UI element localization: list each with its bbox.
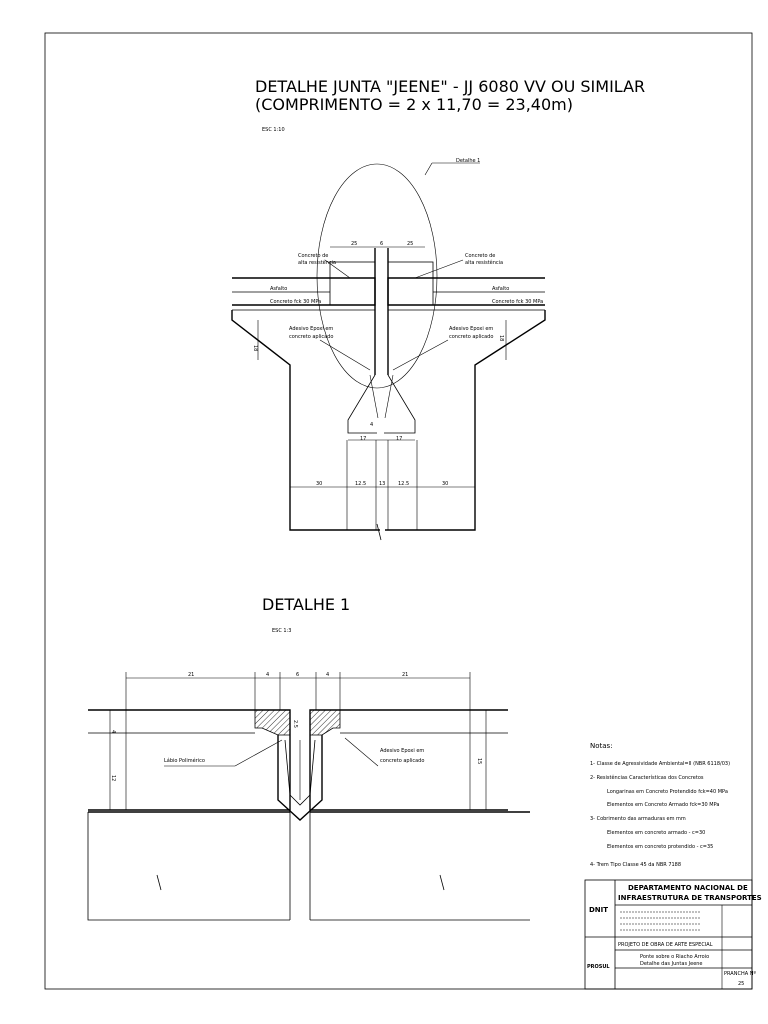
label-epoxy-right-1: Adesivo Epoxi em: [449, 326, 493, 332]
label-fck-left: Concreto fck 30 MPa: [270, 299, 321, 305]
tb-logo-dnit: DNIT: [589, 906, 608, 914]
detail-callout-circle: [316, 163, 438, 389]
dim-4-main: 4: [370, 422, 373, 428]
note-4: 4- Trem Tipo Classe 45 da NBR 7188: [590, 862, 681, 868]
d1-dim-left-b: 12: [110, 775, 116, 781]
d1-break-right: [439, 874, 445, 891]
tb-project-line: PROJETO DE OBRA DE ARTE ESPECIAL: [618, 942, 713, 948]
d1-epoxy-leader: [344, 737, 379, 767]
d1-dim-3: 6: [296, 672, 299, 678]
dim-bottom-2: 12.5: [355, 481, 366, 487]
label-fck-right: Concreto fck 30 MPa: [492, 299, 543, 305]
dim-top-mid: 6: [380, 241, 383, 247]
tb-sheet-value: 25: [738, 981, 744, 987]
note-1: 1- Classe de Agressividade Ambiental=II …: [590, 761, 730, 767]
label-concrete-left: Concreto de: [298, 253, 328, 259]
break-mark: [376, 523, 382, 541]
tb-org-line1: DEPARTAMENTO NACIONAL DE: [628, 884, 748, 892]
dim-bottom-3: 13: [379, 481, 385, 487]
tb-org-line2: INFRAESTRUTURA DE TRANSPORTES: [618, 894, 762, 902]
d1-anchor-left: [254, 709, 291, 736]
seal-left: [347, 374, 377, 434]
main-title-line1: DETALHE JUNTA "JEENE" - JJ 6080 VV OU SI…: [255, 77, 645, 96]
note-2b: Elementos em Concreto Armado fck=30 MPa: [607, 802, 719, 808]
d1-label-epoxy-2: concreto aplicado: [380, 758, 424, 764]
dim-top-left: 25: [351, 241, 357, 247]
label-concrete-right: Concreto de: [465, 253, 495, 259]
label-epoxy-left-1: Adesivo Epoxi em: [289, 326, 333, 332]
d1-break-left: [156, 874, 162, 891]
leader-concrete-right: [414, 259, 464, 279]
seal-inner-right: [384, 374, 394, 419]
tb-subject-2: Detalhe das Juntas Jeene: [640, 961, 703, 967]
d1-label-lip: Lábio Polimérico: [164, 757, 205, 764]
d1-anchor-right: [309, 709, 341, 736]
d1-dim-4: 4: [326, 672, 329, 678]
main-title-line2: (COMPRIMENTO = 2 x 11,70 = 23,40m): [255, 95, 573, 114]
sheet-border: [44, 32, 753, 990]
d1-dim-right: 15: [476, 758, 482, 764]
d1-dim-mid: 2.5: [292, 720, 298, 728]
tb-subject-1: Ponte sobre o Riacho Arroio: [640, 954, 709, 960]
label-epoxy-left-2: concreto aplicado: [289, 334, 333, 340]
d1-label-epoxy-1: Adesivo Epoxi em: [380, 748, 424, 754]
dim-bottom-5: 30: [442, 481, 448, 487]
d1-beam-left: [87, 812, 290, 921]
callout-leader: [424, 162, 433, 176]
note-3a: Elementos em concreto armado - c=30: [607, 830, 705, 836]
leader-epoxy-right: [392, 339, 449, 371]
note-3b: Elementos em concreto protendido - c=35: [607, 844, 713, 850]
dim-top-right: 25: [407, 241, 413, 247]
d1-dim-left-a: 4: [110, 730, 116, 733]
notes: Notas: 1- Classe de Agressividade Ambien…: [590, 742, 730, 868]
main-scale: ESC 1:10: [262, 127, 285, 133]
d1-slab-right: [309, 709, 508, 811]
tb-company: PROSUL: [587, 964, 610, 970]
seal-inner-left: [369, 374, 379, 419]
callout-label: Detalhe 1: [456, 158, 480, 164]
label-asphalt-left: Asfalto: [270, 286, 287, 292]
notes-heading: Notas:: [590, 742, 613, 750]
detail1-scale: ESC 1:3: [272, 628, 291, 634]
title-block: DEPARTAMENTO NACIONAL DE INFRAESTRUTURA …: [584, 879, 762, 990]
detail-1: DETALHE 1 ESC 1:3 21 4 6 4 21 2.5: [87, 595, 530, 921]
main-detail: DETALHE JUNTA "JEENE" - JJ 6080 VV OU SI…: [231, 77, 645, 541]
tb-sheet-label: PRANCHA Nº: [724, 971, 756, 977]
label-concrete-right-2: alta resistência: [465, 259, 503, 266]
d1-seal-outer: [277, 735, 323, 821]
d1-dim-2: 4: [266, 672, 269, 678]
note-2a: Longarinas em Concreto Protendido fck=40…: [607, 789, 728, 795]
note-2: 2- Resistências Características dos Conc…: [590, 774, 704, 781]
concrete-block-right: [387, 261, 434, 306]
d1-slab-left: [88, 709, 291, 811]
dim-side-left: 18: [252, 345, 258, 351]
d1-dim-5: 21: [402, 672, 408, 678]
title-block-frame: [584, 879, 753, 990]
d1-lip-leader: [234, 739, 283, 767]
dim-side-right: 18: [498, 335, 504, 341]
note-3: 3- Cobrimento das armaduras em mm: [590, 816, 686, 822]
dim-bottom-4: 12.5: [398, 481, 409, 487]
dim-bottom-1: 30: [316, 481, 322, 487]
label-concrete-left-2: alta resistência: [298, 259, 336, 266]
label-epoxy-right-2: concreto aplicado: [449, 334, 493, 340]
d1-dim-1: 21: [188, 672, 194, 678]
d1-seal-inner: [284, 739, 316, 806]
girder-left: [231, 310, 380, 531]
seal-right: [384, 374, 416, 434]
detail1-title: DETALHE 1: [262, 595, 350, 614]
leader-concrete-left: [324, 259, 351, 279]
leader-epoxy-left: [319, 339, 371, 371]
label-asphalt-right: Asfalto: [492, 286, 509, 292]
dim-17-right: 17: [396, 436, 402, 442]
dim-17-left: 17: [360, 436, 366, 442]
girder-right: [385, 310, 546, 531]
